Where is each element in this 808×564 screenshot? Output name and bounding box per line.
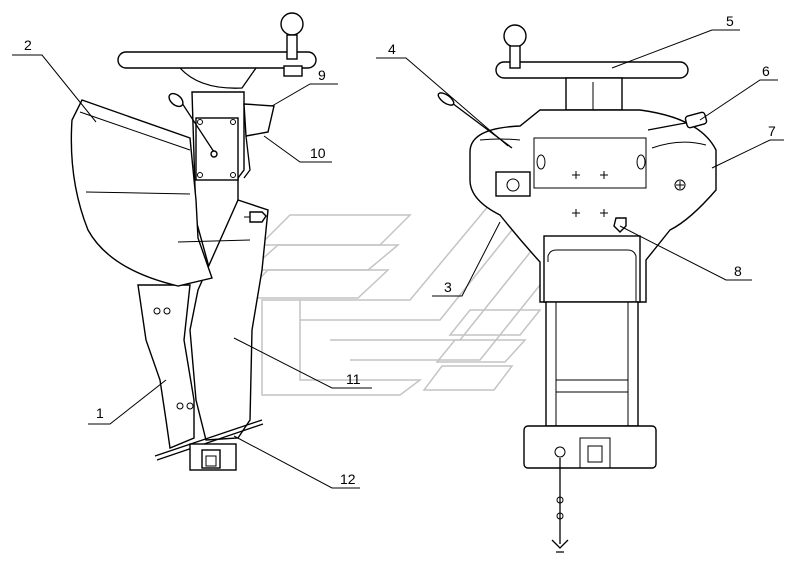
callout-labels: 1 2 3 4 5 6 7 8 9 10 11 12 — [24, 13, 776, 487]
tilt-knob — [613, 217, 627, 233]
callout-7: 7 — [768, 123, 776, 139]
callout-5: 5 — [726, 13, 734, 29]
callout-8: 8 — [734, 263, 742, 279]
indicator-gauge — [495, 171, 531, 197]
callout-9: 9 — [318, 67, 326, 83]
connector-plug — [684, 111, 708, 129]
callout-3: 3 — [444, 279, 452, 295]
callout-1: 1 — [96, 405, 104, 421]
callout-6: 6 — [762, 63, 770, 79]
side-view — [70, 12, 317, 471]
console-lower-face — [543, 235, 641, 303]
adjust-knob — [249, 211, 267, 223]
callout-11: 11 — [346, 371, 361, 387]
instrument-console — [469, 109, 717, 303]
callout-2: 2 — [24, 37, 32, 53]
control-lever-side — [168, 92, 218, 158]
callout-12: 12 — [340, 471, 356, 487]
instrument-plate — [195, 117, 239, 181]
leader-lines — [12, 29, 784, 489]
column-tube — [545, 301, 639, 427]
steering-wheel-front — [495, 61, 689, 79]
callout-10: 10 — [310, 145, 326, 161]
callout-4: 4 — [388, 41, 396, 57]
switch-box — [243, 103, 275, 137]
mount-screws — [572, 171, 608, 217]
front-view — [437, 24, 717, 553]
support-bracket — [137, 284, 195, 449]
steering-wheel-side — [117, 12, 317, 89]
